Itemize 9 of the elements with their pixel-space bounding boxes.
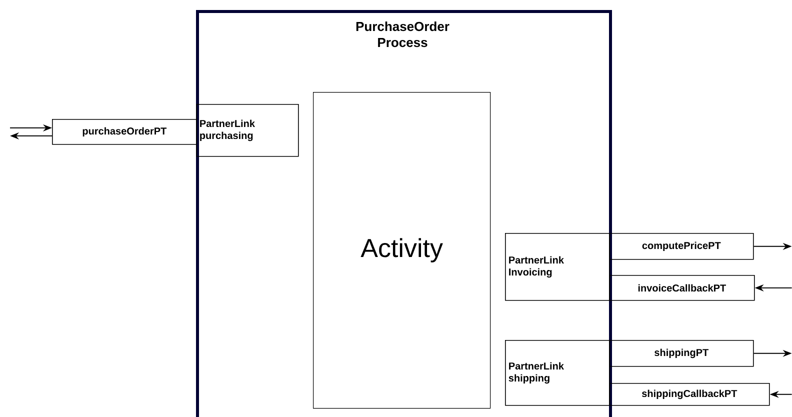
port-type-box: purchaseOrderPT xyxy=(52,119,197,145)
partner-link-box: PartnerLink Invoicing xyxy=(505,232,610,301)
partner-link-box: PartnerLink purchasing xyxy=(196,104,299,157)
port-type-box: invoiceCallbackPT xyxy=(609,274,755,301)
partner-link-box: PartnerLink shipping xyxy=(505,340,610,406)
port-type-box: shippingCallbackPT xyxy=(609,382,770,406)
activity-box: Activity xyxy=(313,92,491,409)
port-type-box: computePricePT xyxy=(609,232,754,260)
port-type-box: shippingPT xyxy=(609,340,754,367)
